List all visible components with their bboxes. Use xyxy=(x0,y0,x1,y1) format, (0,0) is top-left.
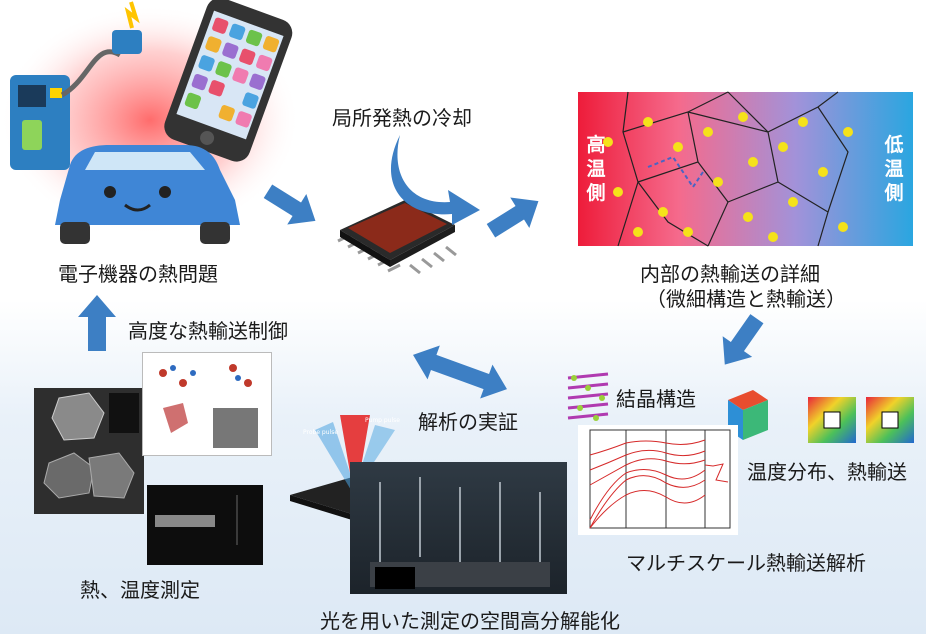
label-local-cooling: 局所発熱の冷却 xyxy=(332,106,472,130)
label-validation: 解析の実証 xyxy=(418,410,518,434)
probe-pulse-label: Probe pulse xyxy=(303,429,339,436)
temperature-map-1 xyxy=(808,397,856,443)
temperature-map-3d xyxy=(728,390,768,440)
dispersion-plot xyxy=(578,425,738,535)
arrow-chip-to-panel xyxy=(486,197,539,238)
pump-pulse-label: Pump pulse xyxy=(365,417,400,424)
label-multiscale: マルチスケール熱輸送解析 xyxy=(626,551,866,575)
microstructure-panel xyxy=(578,91,913,247)
electronics-illustration xyxy=(0,0,300,244)
device-micrograph xyxy=(147,485,263,565)
label-optical: 光を用いた測定の空間高分解能化 xyxy=(320,609,620,633)
arrow-electronics-to-chip xyxy=(263,184,316,225)
crystal-structure-icon xyxy=(567,372,609,421)
arrow-panel-to-analysis xyxy=(722,314,764,365)
sem-micrograph xyxy=(34,388,144,514)
lab-photo xyxy=(350,462,567,594)
arrow-validation-bidirectional xyxy=(413,345,507,399)
crystal-figure-panel xyxy=(142,352,272,456)
chip-illustration xyxy=(337,200,457,275)
cold-side-label: 低温側 xyxy=(884,134,904,204)
label-advanced-control: 高度な熱輸送制御 xyxy=(128,319,288,343)
cooling-swirl-arrow xyxy=(390,135,480,225)
label-temp-dist: 温度分布、熱輸送 xyxy=(747,460,907,484)
temperature-map-2 xyxy=(866,397,914,443)
label-internal-transport-sub: （微細構造と熱輸送） xyxy=(646,287,846,311)
arrow-measure-to-electronics xyxy=(78,295,116,351)
label-crystal: 結晶構造 xyxy=(616,387,696,411)
label-measure: 熱、温度測定 xyxy=(80,578,200,602)
hot-side-label: 高温側 xyxy=(586,134,606,204)
label-electronics: 電子機器の熱問題 xyxy=(58,262,218,286)
label-internal-transport: 内部の熱輸送の詳細 xyxy=(640,262,820,286)
